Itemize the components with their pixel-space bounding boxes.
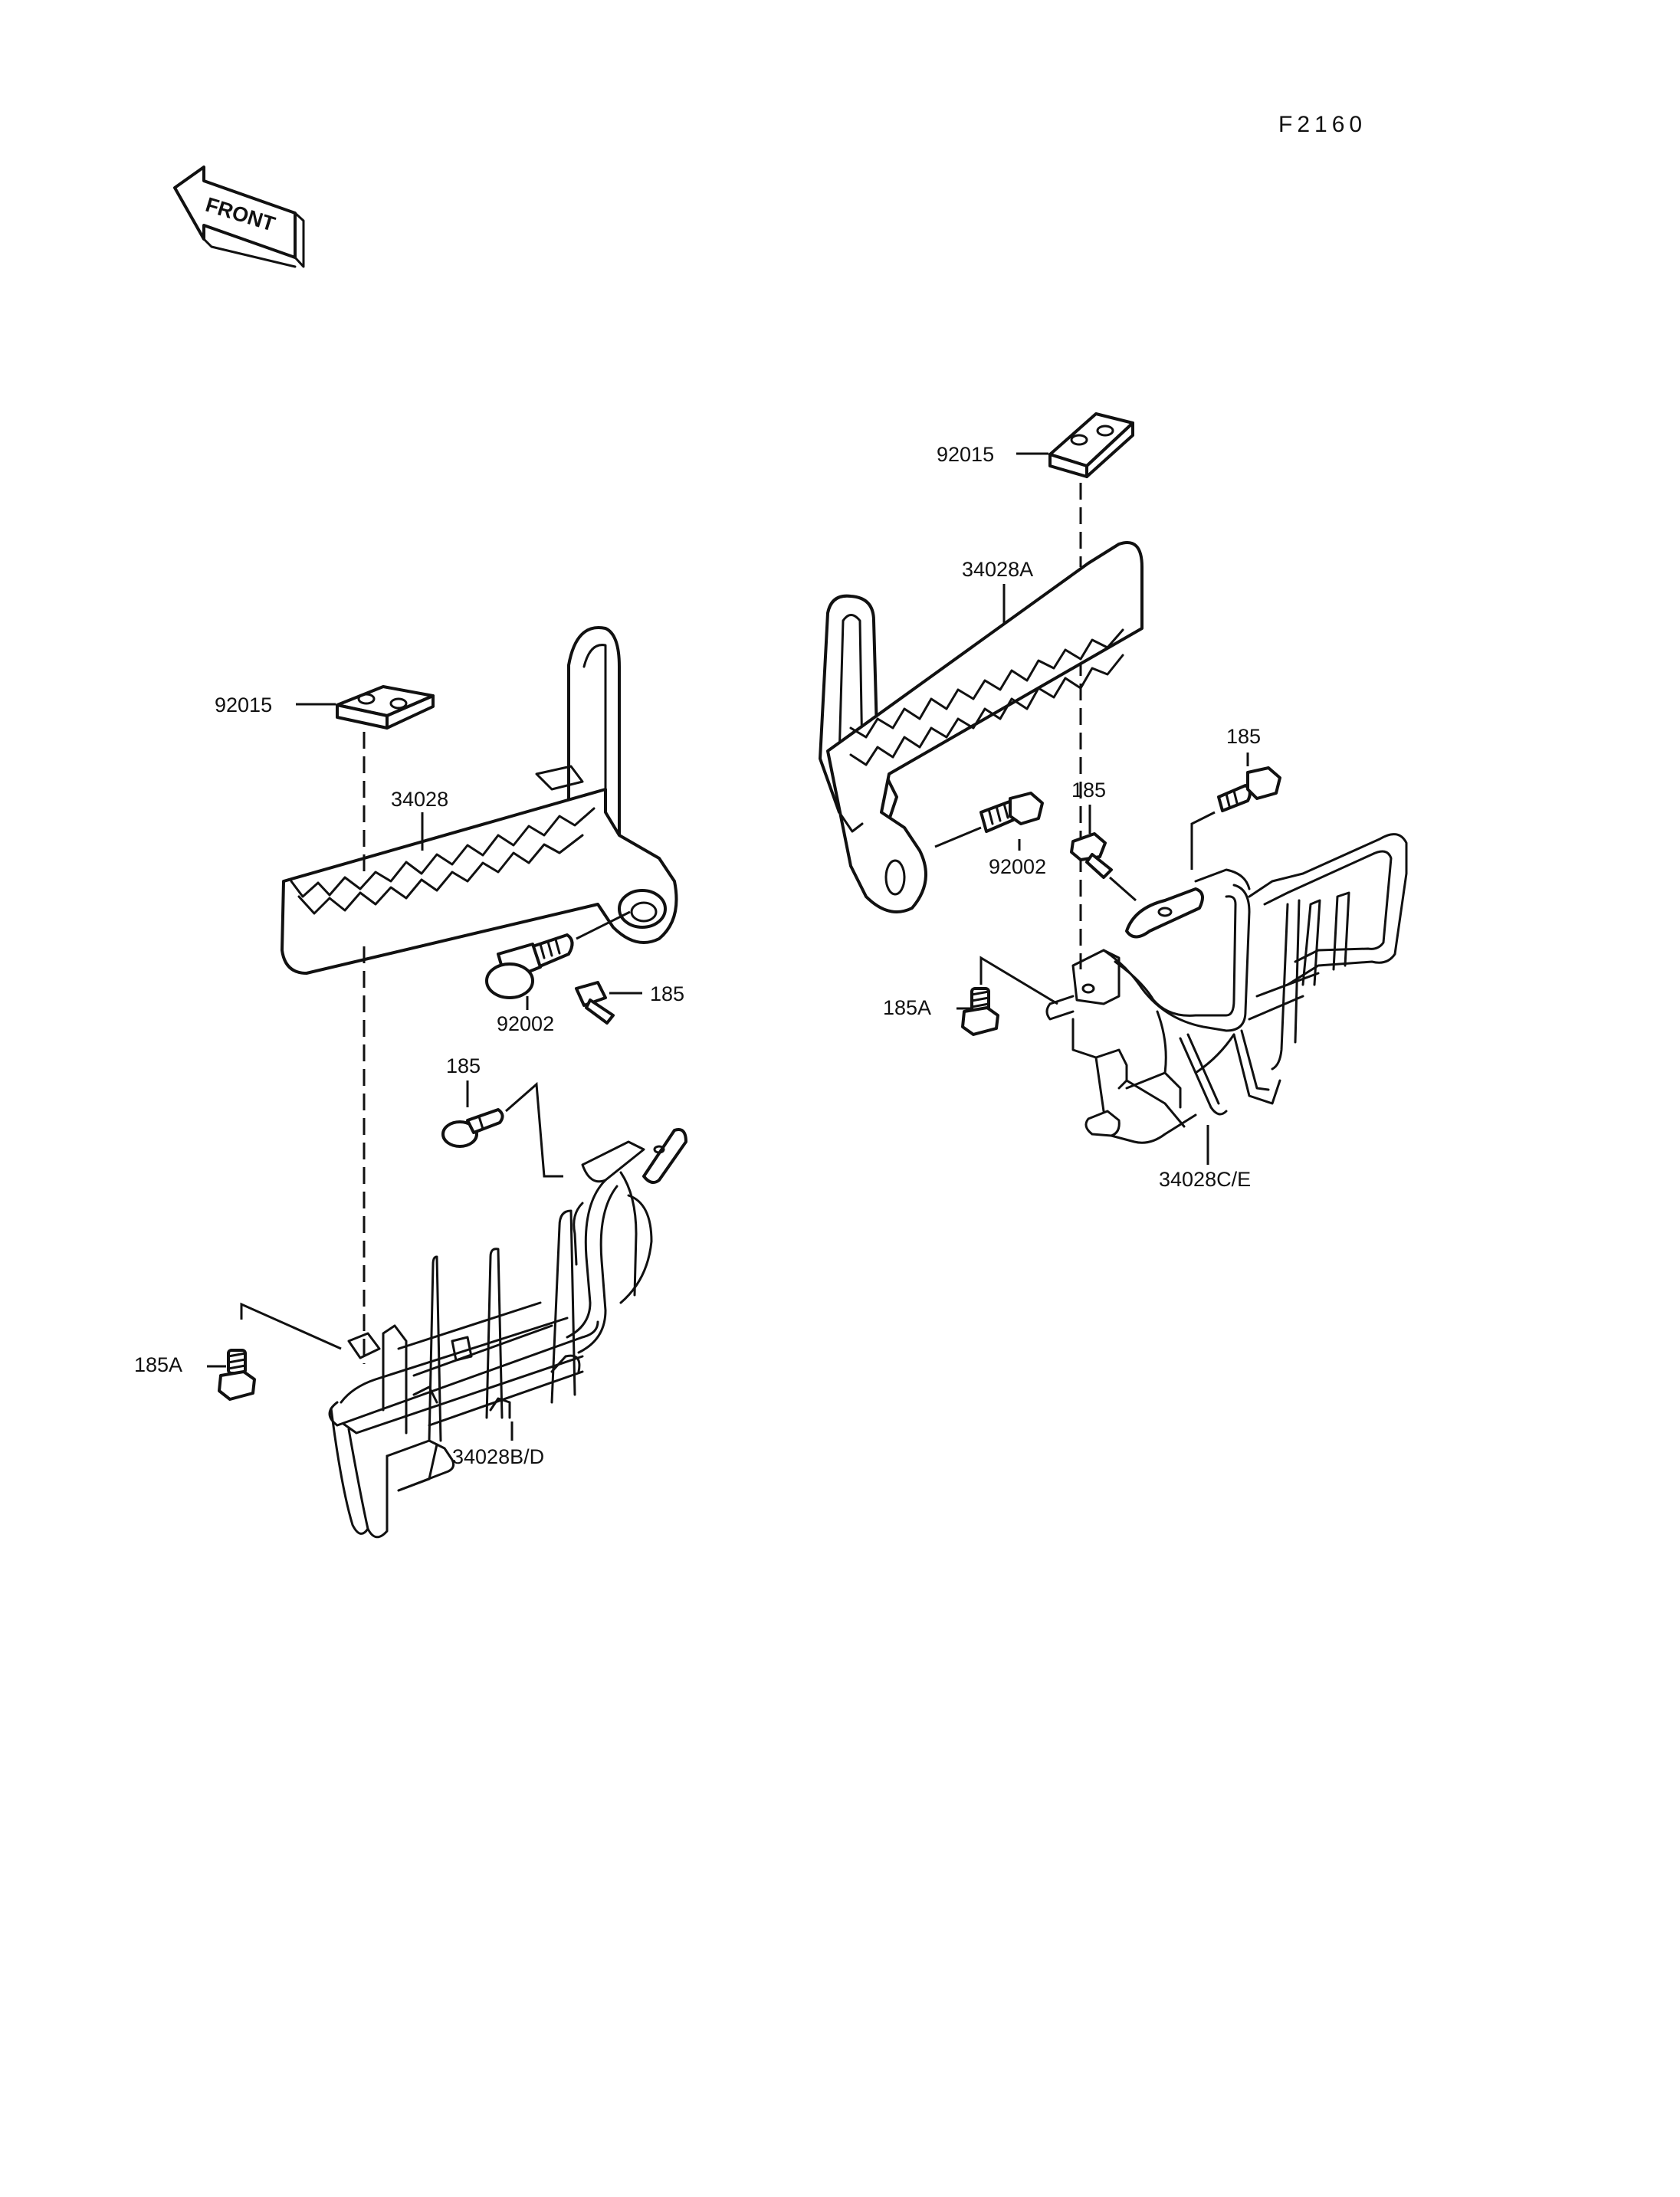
left-bolt-185-lower-part: [441, 1108, 504, 1148]
left-guard-label: 34028B/D: [452, 1445, 544, 1468]
right-bolt-185-upper-part: [1217, 766, 1281, 812]
left-bolt-185a-part: [218, 1349, 256, 1401]
right-footpeg-label: 34028A: [962, 558, 1033, 581]
right-clamp-part: [1048, 412, 1134, 478]
left-assembly: 92015 34028 92002: [134, 626, 687, 1539]
left-clamp-part: [336, 685, 435, 730]
left-bolt-185a-label: 185A: [134, 1353, 182, 1376]
right-clamp-label: 92015: [937, 443, 994, 466]
left-bolt-185-upper-part: [575, 981, 615, 1025]
left-guard-part: [328, 1128, 687, 1539]
right-bolt-185-upper-label: 185: [1226, 725, 1261, 748]
left-footpeg-label: 34028: [391, 788, 448, 811]
left-bolt-92002-part: [485, 933, 574, 999]
left-bolt-185-upper-label: 185: [650, 982, 684, 1005]
right-footpeg-part: [819, 541, 1144, 913]
left-footpeg-part: [281, 626, 678, 975]
left-clamp-label: 92015: [215, 694, 272, 716]
right-bolt-92002-part: [979, 792, 1044, 833]
left-bolt-185-lower-label: 185: [446, 1054, 481, 1077]
right-guard-part: [1045, 833, 1408, 1144]
right-bolt-92002-label: 92002: [989, 855, 1046, 878]
right-bolt-185-lower-label: 185: [1071, 779, 1106, 802]
diagram-code: F2160: [1278, 112, 1367, 137]
right-guard-label: 34028C/E: [1159, 1168, 1251, 1191]
left-bolt-92002-label: 92002: [497, 1012, 554, 1035]
right-bolt-185-lower-part: [1070, 832, 1113, 879]
right-bolt-185a-part: [961, 987, 999, 1036]
front-arrow-icon: FRONT: [173, 166, 305, 268]
right-assembly: 92015 34028A 92002: [819, 412, 1408, 1191]
right-bolt-185a-label: 185A: [883, 996, 931, 1019]
